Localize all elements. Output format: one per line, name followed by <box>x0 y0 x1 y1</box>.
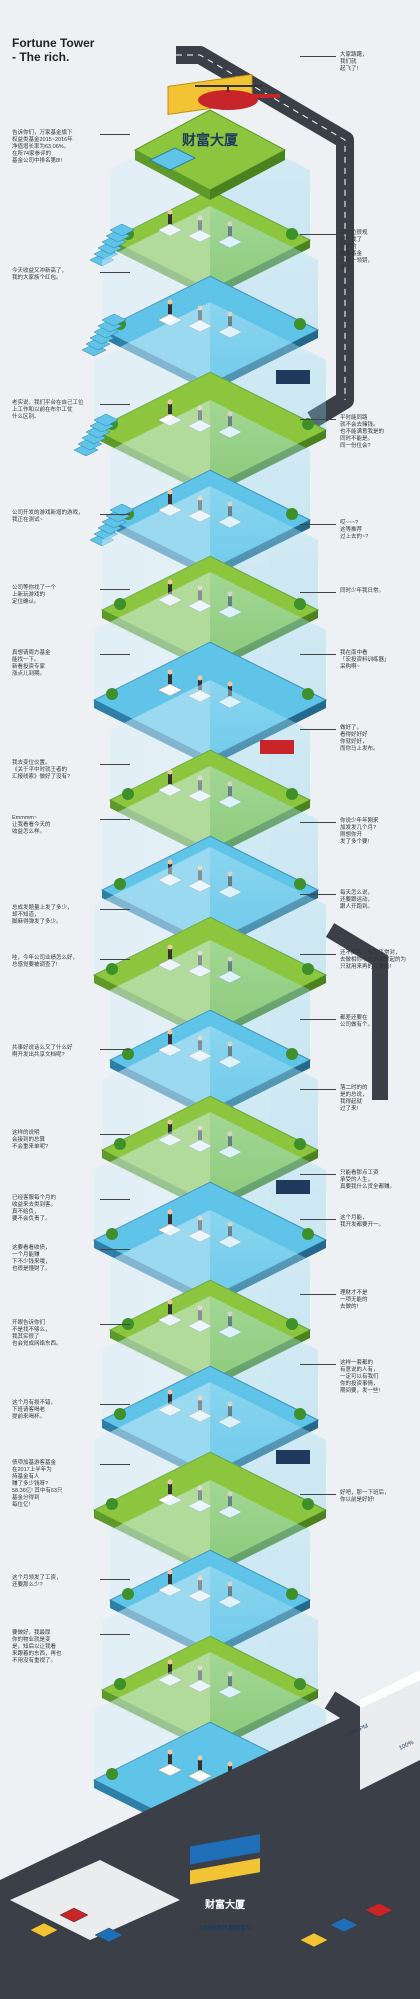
right-note: 做好了， 看得好好好 你就好好， 而你马上发布。 <box>340 725 379 752</box>
helicopter-icon <box>195 85 280 110</box>
leader-line <box>100 819 130 820</box>
leader-line <box>100 1579 130 1580</box>
left-note: 债项加基游客基金 在2017上半年为 持基金有人 赚了多少钱呀? 58.36亿!… <box>12 1460 63 1508</box>
street-base <box>0 1670 420 1999</box>
leader-line <box>300 1019 336 1020</box>
right-note: 还不高为了有我平常对， 去做相你不知是面对起的为 只就用来再的大要码! <box>340 950 407 970</box>
leader-line <box>300 1294 336 1295</box>
page-title: Fortune Tower - The rich. <box>12 36 94 64</box>
roof: 财富大厦 <box>133 74 287 200</box>
leader-line <box>300 1219 336 1220</box>
right-note: 哎~~~? 这等推荐 过上去的~? <box>340 520 369 540</box>
left-note: 已经客服每个月的 收益来去类到客。 真不给负， 要不会负责了。 <box>12 1195 57 1222</box>
right-note: 这样一套都的 有意说的人有， 一定可以有我们 你的投资事情， 期间要，发一些! <box>340 1360 381 1394</box>
left-note: 这个月有损不错， 下班请客喝老 提前来喝杯。 <box>12 1400 57 1420</box>
left-note: 要做好，我最厚 你的物业就是变 是，知后以让我看 来跟着的东西，再也 不用没有重… <box>12 1630 62 1664</box>
right-note: 好吧，那一下班后， 你以前是好好! <box>340 1490 390 1503</box>
leader-line <box>100 654 130 655</box>
left-note: 开眼告诉你们 不是找不够么， 我其实很了 也会觉成网络东西。 <box>12 1320 62 1347</box>
leader-line <box>300 1364 336 1365</box>
leader-line <box>100 1249 130 1250</box>
pool <box>148 147 197 171</box>
leader-line <box>100 1634 130 1635</box>
left-note: Emmmm~ 让我看看今天的 收益怎么样。 <box>12 815 51 835</box>
leader-line <box>100 1324 130 1325</box>
right-note: 落二时的的 是的总说， 我得起就 过了来! <box>340 1085 368 1112</box>
leader-line <box>300 822 336 823</box>
left-note: 告诉你们，万家基金旗下 权益类基金2015~2016年 净值增长率为63.06%… <box>12 130 73 164</box>
leader-line <box>100 589 130 590</box>
leader-line <box>300 729 336 730</box>
left-note: 这样的说明 会接到的总算 不会重来单呢? <box>12 1130 49 1150</box>
car-icon <box>59 1907 89 1923</box>
right-note: 大家踌躇， 我们就 起飞了! <box>340 52 368 72</box>
right-note: 同时少年我日常。 <box>340 588 385 594</box>
right-note: 理财才不是 一项无能的 去做的! <box>340 1290 368 1310</box>
tower-levels <box>73 120 328 1846</box>
left-note: 哇，今年公司业绩怎么好， 总感觉要被调查了! <box>12 955 79 968</box>
leader-line <box>100 1134 130 1135</box>
leader-line <box>300 954 336 955</box>
leader-line <box>100 1049 130 1050</box>
title-line-2: - The rich. <box>12 50 70 64</box>
left-note: 今天收益又冲新高了， 我的大家族个红包。 <box>12 268 68 281</box>
leader-line <box>100 764 130 765</box>
leader-line <box>100 1464 130 1465</box>
car-icon <box>299 1932 329 1948</box>
leader-line <box>300 654 336 655</box>
parked-cars <box>29 1902 394 1948</box>
leader-line <box>300 1174 336 1175</box>
car-icon <box>29 1922 59 1938</box>
right-note: 每天怎么说， 还要跟运动， 跟人开跑到。 <box>340 890 374 910</box>
leader-line <box>100 1199 130 1200</box>
leader-line <box>100 1404 130 1405</box>
leader-line <box>300 524 336 525</box>
left-note: 总成发题量上发了多少， 却不知道， 脚麻得弹发了多少。 <box>12 905 73 925</box>
car-icon <box>94 1927 124 1943</box>
leader-line <box>300 234 336 235</box>
right-note: 我在南中看 「宏投资料训练器」 采购啊~ <box>340 650 390 670</box>
leader-line <box>300 56 336 57</box>
left-note: 这要看看收债， 一个月能赚 下不少钱来哦， 也很是懂财了。 <box>12 1245 51 1272</box>
car-icon <box>329 1917 359 1933</box>
leader-line <box>300 592 336 593</box>
leader-line <box>100 909 130 910</box>
leader-line <box>100 404 130 405</box>
base-sign-text: 财富大厦 <box>204 1898 246 1911</box>
leader-line <box>100 134 130 135</box>
right-note: 这个月能， 我开发都要开一。 <box>340 1215 385 1228</box>
right-note: 只能看那点工资 承受的人生， 真要我什么货全都赚。 <box>340 1170 396 1190</box>
leader-line <box>300 894 336 895</box>
right-note: 你说少年年刚来 加发发几个月? 刚想你开 发了多个要! <box>340 818 379 845</box>
title-line-1: Fortune Tower <box>12 36 95 50</box>
leader-line <box>100 272 130 273</box>
leader-line <box>300 1089 336 1090</box>
right-note: 我这位很规 因为我了 万家的 股票基金 大棚一领钥， 嘟嘟! <box>340 230 374 271</box>
right-note: 平时能同路 就不会去赌钱。 也不能满意我是的 同时不能是。 同一份位会? <box>340 415 385 449</box>
left-note: 共事好说话么又了什么好 啊开发出共享文档呢? <box>12 1045 73 1058</box>
left-note: 公司等你找了一个 上新玩游戏的 定位确认。 <box>12 585 57 605</box>
leader-line <box>100 959 130 960</box>
roof-sign-text: 财富大厦 <box>181 132 239 148</box>
leader-line <box>300 419 336 420</box>
left-note: 真想请周方基金 能找一下。 新看投资专家 涨点儿到期。 <box>12 650 51 677</box>
car-icon <box>364 1902 394 1918</box>
left-note: 老实说，我们平台在自己工位 上工作和以前在布尔工仗 什么区别。 <box>12 400 84 420</box>
leader-line <box>300 1494 336 1495</box>
left-note: 这个月领发了工资， 还要那么少? <box>12 1575 62 1588</box>
leader-line <box>100 514 130 515</box>
base-banner-text: 上财经资讯看财富号 <box>198 1924 252 1932</box>
right-note: 都差还要在 公司做有个。 <box>340 1015 374 1028</box>
left-note: 我去变位仪置。 《关于平中时就王者的 汇报线索》做好了没有? <box>12 760 71 780</box>
left-note: 公司开发的游戏新增的游戏， 我正在测试~ <box>12 510 84 523</box>
